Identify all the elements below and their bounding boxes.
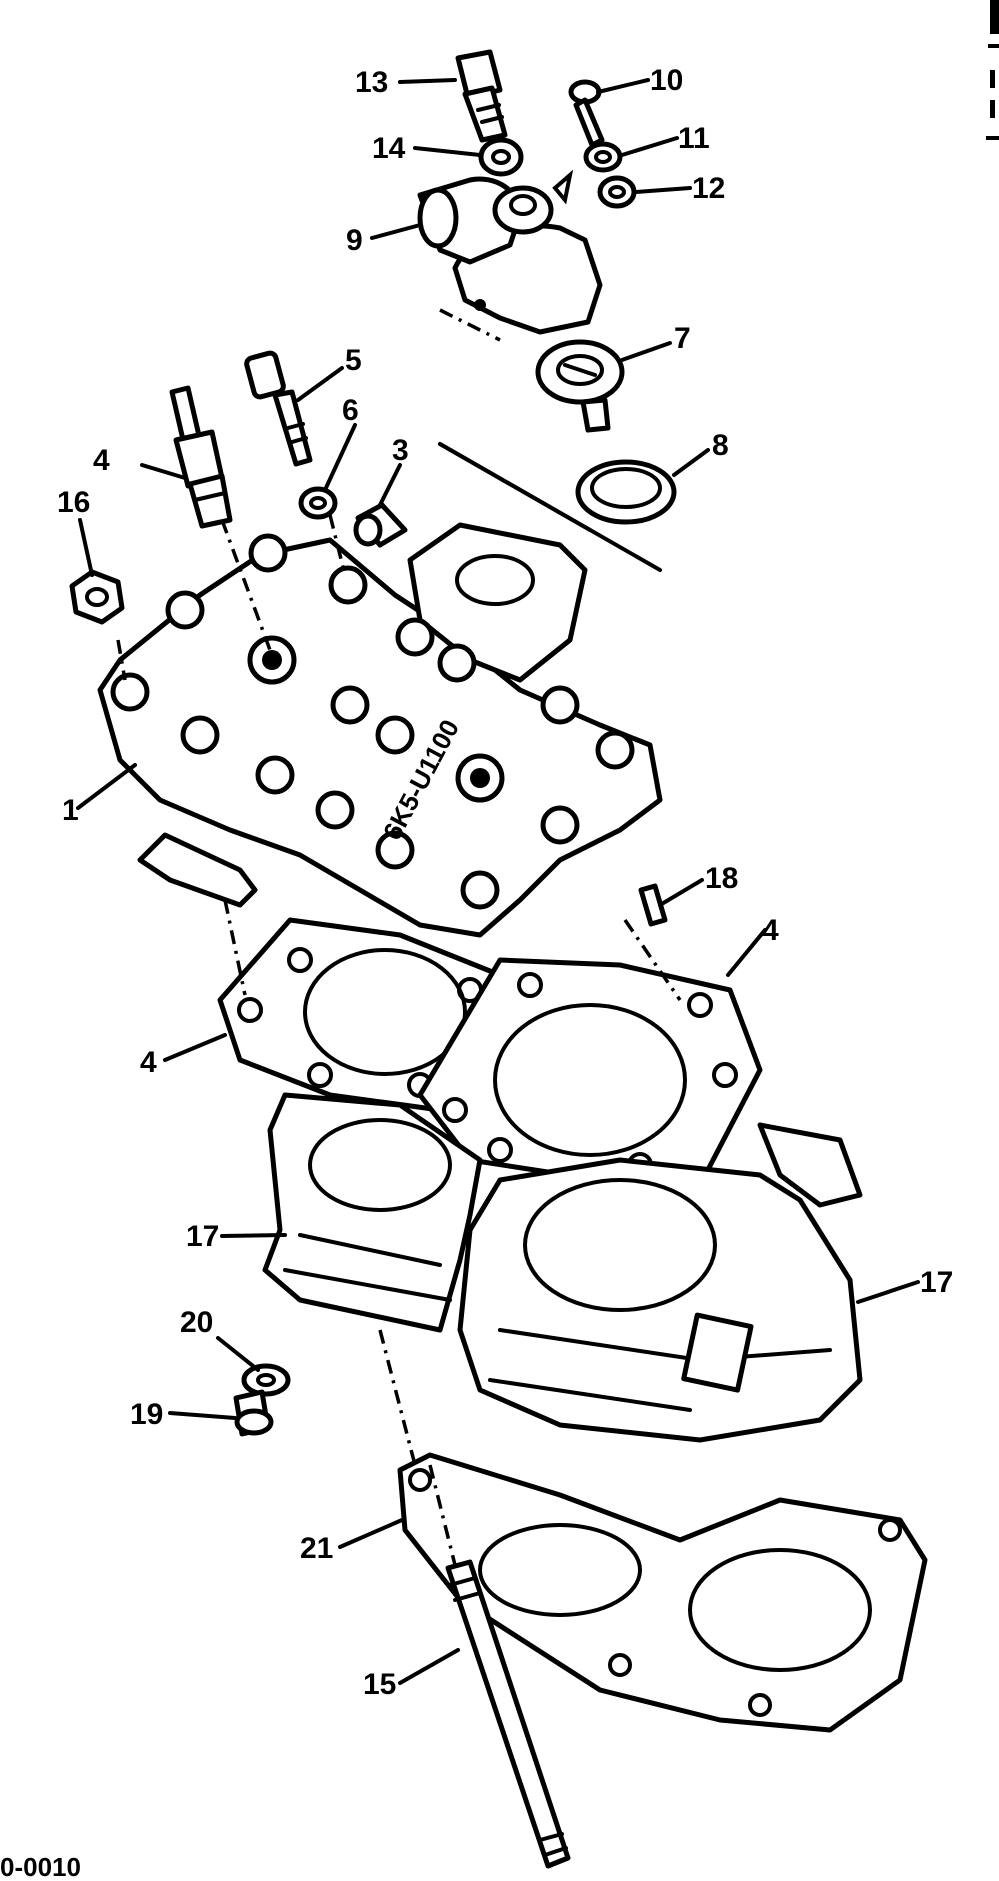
callout-21: 21 bbox=[300, 1532, 333, 1565]
part-20-washer bbox=[241, 1363, 291, 1397]
part-8-seal-ring bbox=[575, 459, 677, 525]
callout-2: 3 bbox=[392, 434, 409, 467]
callout-20: 20 bbox=[180, 1306, 213, 1339]
callout-13: 13 bbox=[355, 66, 388, 99]
part-7-thermostat bbox=[535, 339, 625, 433]
callout-5: 5 bbox=[345, 344, 362, 377]
part-4-head-gasket-right bbox=[417, 957, 763, 1188]
callout-17-right: 17 bbox=[920, 1266, 953, 1299]
callout-6: 6 bbox=[342, 394, 359, 427]
part-3-spark-plug bbox=[169, 385, 233, 529]
callout-11: 11 bbox=[678, 122, 710, 155]
callout-8: 8 bbox=[712, 429, 729, 462]
callout-10: 10 bbox=[650, 64, 683, 97]
callout-14: 14 bbox=[372, 132, 406, 165]
part-19-bolt bbox=[233, 1389, 274, 1437]
part-9-thermostat-cover bbox=[417, 169, 603, 335]
part-17-cylinder-right bbox=[457, 1122, 863, 1443]
part-13-bolt bbox=[455, 49, 508, 143]
part-1-cylinder-head: 6K5-U1100 bbox=[97, 522, 663, 938]
callout-3: 4 bbox=[93, 444, 110, 477]
part-5-bolt bbox=[244, 350, 313, 467]
callout-labels: 13 10 14 11 12 9 7 8 5 6 4 3 16 1 18 4 4… bbox=[57, 64, 953, 1701]
callout-4-right: 4 bbox=[762, 914, 779, 947]
part-16-nut bbox=[69, 569, 125, 625]
part-2-fitting bbox=[353, 502, 408, 548]
callout-9: 9 bbox=[346, 224, 363, 257]
part-11-washer bbox=[583, 141, 623, 173]
part-15-stud bbox=[445, 1559, 571, 1869]
part-18-dowel bbox=[638, 883, 668, 927]
callout-1: 1 bbox=[62, 794, 79, 827]
callout-18: 18 bbox=[705, 862, 738, 895]
head-bolt-bosses bbox=[110, 533, 635, 910]
callout-16: 16 bbox=[57, 486, 90, 519]
drawing-code: 0-0010 bbox=[0, 1852, 81, 1881]
part-12-washer bbox=[597, 175, 637, 209]
callout-15: 15 bbox=[363, 1668, 396, 1701]
callout-7: 7 bbox=[674, 322, 691, 355]
callout-12: 12 bbox=[692, 172, 725, 205]
callout-4-left: 4 bbox=[140, 1046, 157, 1079]
part-14-washer bbox=[478, 137, 524, 177]
part-6-washer bbox=[298, 486, 338, 520]
corner-mark bbox=[986, 0, 999, 140]
leader-lines bbox=[76, 78, 920, 1685]
assembly-axis-lines bbox=[116, 308, 682, 1566]
part-17-cylinder-left bbox=[262, 1092, 483, 1333]
callout-19: 19 bbox=[130, 1398, 163, 1431]
callout-17-left: 17 bbox=[186, 1220, 219, 1253]
